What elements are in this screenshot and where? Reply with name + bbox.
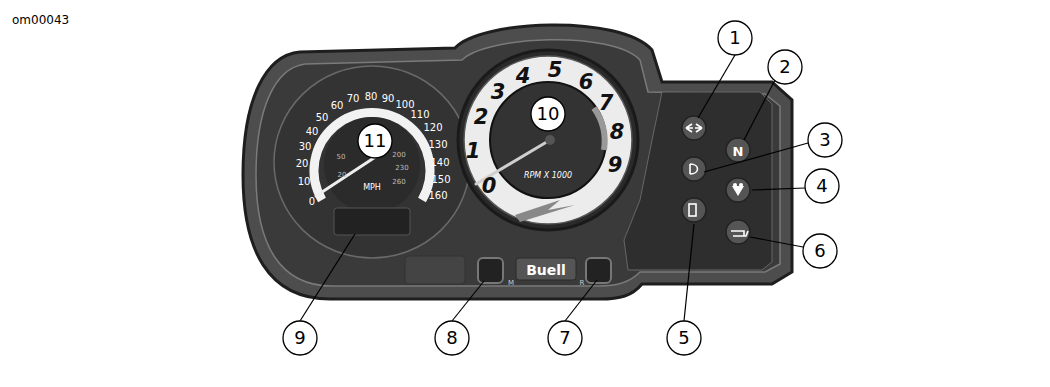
button-label: R (580, 280, 585, 287)
speed-scale-number: 40 (306, 127, 319, 137)
speed-scale-number: 60 (331, 101, 344, 111)
rpm-scale-number: 3 (491, 82, 506, 103)
neutral-indicator: N (733, 145, 744, 158)
speed-scale-number: 120 (423, 123, 442, 133)
callout-number: 3 (819, 131, 830, 149)
speed-scale-number: 80 (365, 92, 378, 102)
rpm-scale-number: 5 (548, 60, 563, 81)
callout-number: 7 (559, 329, 570, 347)
rpm-scale-number: 0 (482, 176, 497, 197)
rpm-scale-number: 9 (608, 155, 623, 176)
speed-scale-number: 20 (296, 159, 309, 169)
kmh-scale-number: 50 (337, 154, 346, 161)
brand-badge: Buell (526, 263, 566, 277)
speed-scale-number: 110 (410, 110, 429, 120)
speed-scale-number: 160 (428, 191, 447, 201)
kmh-scale-number: 230 (395, 165, 408, 172)
kmh-scale-number: 200 (392, 152, 405, 159)
callout-number: 6 (814, 242, 825, 260)
speed-scale-number: 130 (428, 140, 447, 150)
unit-label: MPH (363, 184, 381, 192)
rpm-scale-number: 2 (474, 107, 489, 128)
speed-scale-number: 150 (431, 175, 450, 185)
callout-number: 9 (294, 329, 305, 347)
figure-id: om00043 (12, 14, 69, 26)
speed-scale-number: 70 (347, 94, 360, 104)
rpm-scale-number: 7 (599, 93, 614, 114)
speed-scale-number: 50 (316, 113, 329, 123)
kmh-scale-number: 20 (338, 172, 347, 179)
callout-number: 4 (816, 177, 827, 195)
kmh-scale-number: 260 (392, 179, 405, 186)
speed-scale-number: 10 (298, 177, 311, 187)
speed-scale-number: 140 (430, 158, 449, 168)
rpm-scale-number: 6 (579, 72, 594, 93)
rpm-scale-number: 8 (610, 122, 625, 143)
callout-number: 2 (779, 58, 790, 76)
callout-number: 1 (729, 29, 740, 47)
speed-scale-number: 100 (395, 100, 414, 110)
unit-label: RPM X 1000 (524, 172, 572, 180)
callout-number: 5 (678, 329, 689, 347)
speed-scale-number: 30 (299, 142, 312, 152)
callout-number: 10 (537, 105, 560, 123)
speed-scale-number: 0 (309, 197, 315, 207)
rpm-scale-number: 1 (466, 141, 481, 162)
button-label: M (508, 280, 514, 287)
speed-scale-number: 90 (382, 94, 395, 104)
callout-number: 11 (364, 132, 387, 150)
callout-number: 8 (446, 329, 457, 347)
rpm-scale-number: 4 (516, 66, 531, 87)
